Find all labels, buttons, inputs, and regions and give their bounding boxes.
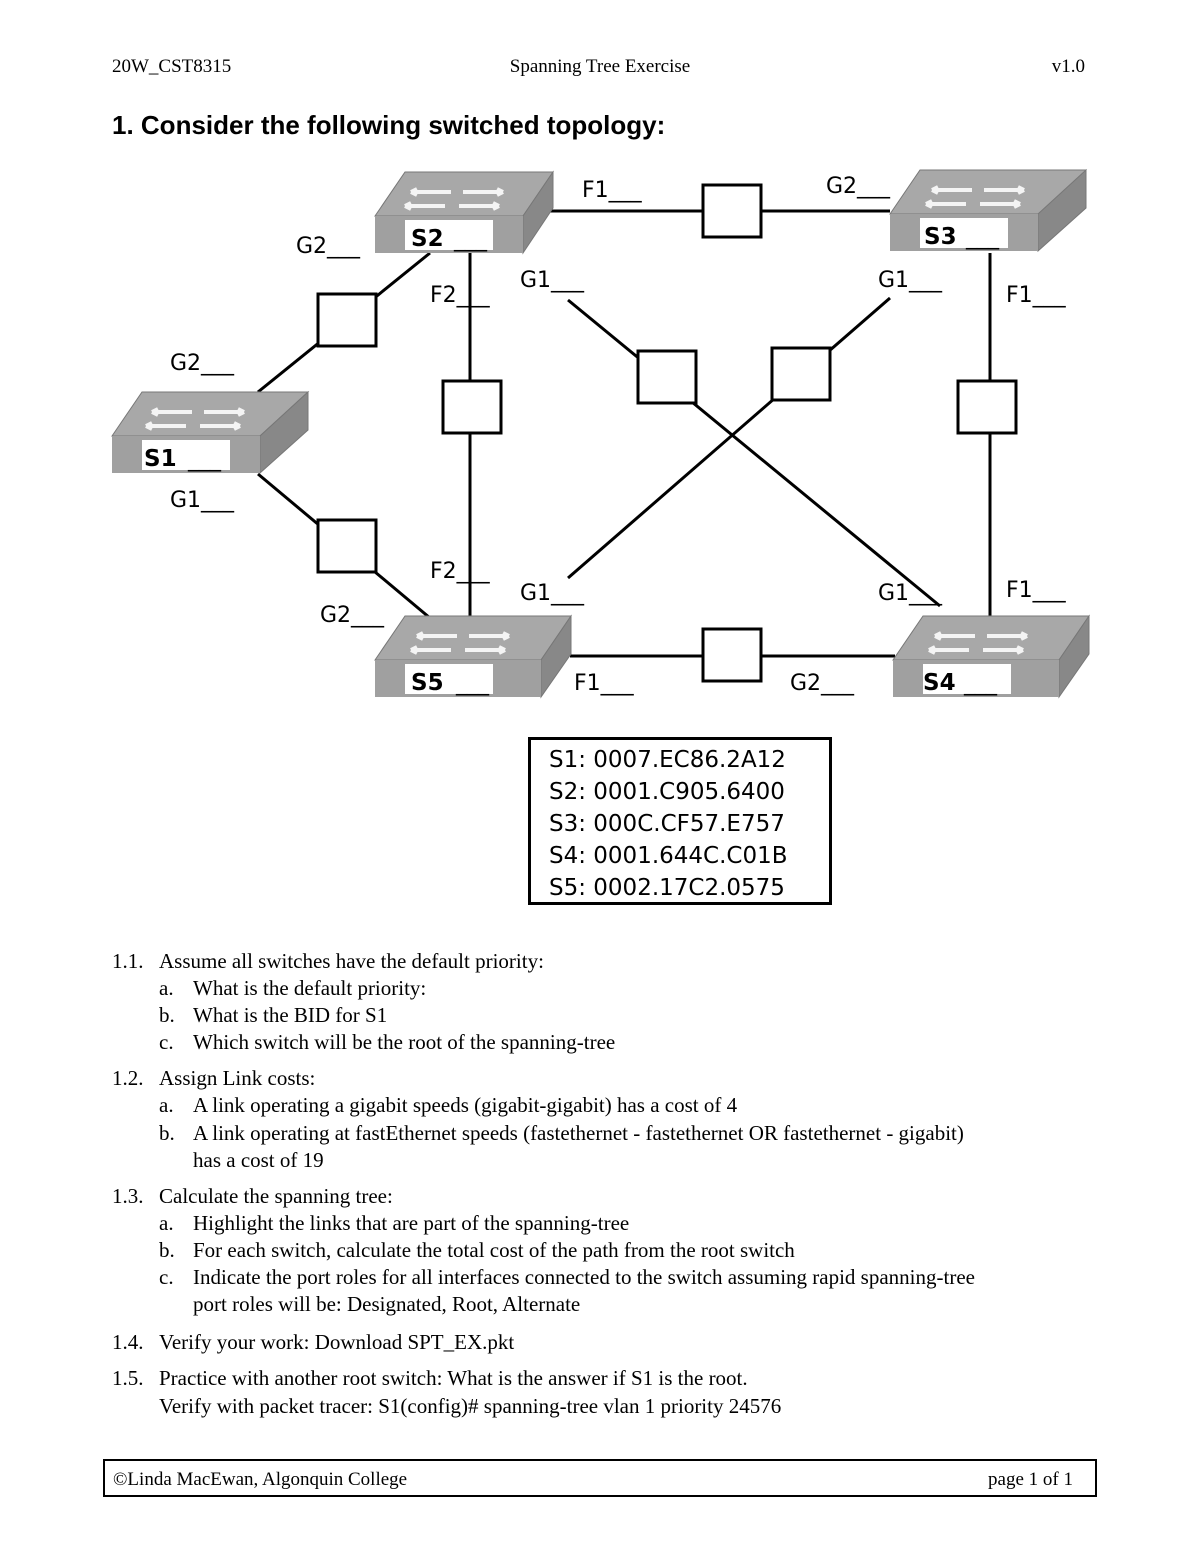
page-footer: ©Linda MacEwan, Algonquin College page 1… xyxy=(103,1459,1097,1497)
switch-s3: S3 xyxy=(889,168,1087,253)
link-s3-s5 xyxy=(567,296,891,580)
mac-address-table: S1: 0007.EC86.2A12 S2: 0001.C905.6400 S3… xyxy=(528,737,832,905)
port-label-s3-f1: F1___ xyxy=(1006,283,1067,308)
mac-entry-s1: S1: 0007.EC86.2A12 xyxy=(549,747,786,773)
question-1-2: 1.2. Assign Link costs: xyxy=(112,1065,315,1092)
link-box-s1-s2 xyxy=(316,292,378,348)
port-label-s4-g2: G2___ xyxy=(790,671,855,696)
sub-item-continuation: has a cost of 19 xyxy=(193,1148,324,1172)
sub-item: a.Highlight the links that are part of t… xyxy=(159,1211,630,1235)
mac-entry-s2: S2: 0001.C905.6400 xyxy=(549,779,785,805)
port-label-s4-g1: G1___ xyxy=(878,581,943,606)
sub-item: b.What is the BID for S1 xyxy=(159,1003,388,1027)
sub-item: c.Indicate the port roles for all interf… xyxy=(159,1265,975,1289)
link-box-s1-s5 xyxy=(316,518,378,574)
mac-entry-s4: S4: 0001.644C.C01B xyxy=(549,843,788,869)
question-number: 1.5. xyxy=(112,1366,144,1390)
port-label-s4-f1: F1___ xyxy=(1006,578,1067,603)
port-label-s2-g1: G1___ xyxy=(520,268,585,293)
topology-diagram: S2 S3 S1 S5 S4 ___ ___ ___ ___ xyxy=(111,168,1090,699)
question-text: Verify your work: Download SPT_EX.pkt xyxy=(159,1330,515,1354)
question-1-3: 1.3. Calculate the spanning tree: xyxy=(112,1183,393,1210)
switch-s1: S1 xyxy=(111,390,310,475)
mac-entry-s3: S3: 000C.CF57.E757 xyxy=(549,811,785,837)
sub-item: a.A link operating a gigabit speeds (gig… xyxy=(159,1093,738,1117)
switch-s3-label: S3 xyxy=(924,224,957,250)
port-label-s5-f1: F1___ xyxy=(574,671,635,696)
switch-s5: S5 xyxy=(374,614,572,699)
question-text: Practice with another root switch: What … xyxy=(159,1366,748,1390)
header-title: Spanning Tree Exercise xyxy=(509,56,691,77)
port-label-s2-f1: F1___ xyxy=(582,178,643,203)
section-heading: 1. Consider the following switched topol… xyxy=(112,110,666,140)
link-box-s2-s5 xyxy=(441,379,503,435)
sub-item: c.Which switch will be the root of the s… xyxy=(159,1030,616,1054)
switch-s5-label: S5 xyxy=(411,670,444,696)
sub-item-continuation: port roles will be: Designated, Root, Al… xyxy=(193,1292,581,1316)
port-label-s3-g1: G1___ xyxy=(878,268,943,293)
port-label-s3-g2: G2___ xyxy=(826,174,891,199)
link-s2-s4 xyxy=(567,298,941,608)
port-label-s5-g2: G2___ xyxy=(320,603,385,628)
switch-s1-blank: ___ xyxy=(187,447,222,472)
link-box-s2-s4 xyxy=(636,349,698,405)
question-1-4: 1.4. Verify your work: Download SPT_EX.pk… xyxy=(112,1329,514,1356)
question-text: Assign Link costs: xyxy=(159,1066,316,1090)
question-1-1: 1.1. Assume all switches have the default… xyxy=(112,948,544,975)
switch-s4: S4 xyxy=(892,614,1090,699)
question-number: 1.3. xyxy=(112,1184,144,1208)
question-number: 1.2. xyxy=(112,1066,144,1090)
port-label-s5-f2: F2___ xyxy=(430,559,491,584)
question-text: Assume all switches have the default pri… xyxy=(159,949,544,973)
port-label-s1-g1: G1___ xyxy=(170,488,235,513)
sub-item: b.A link operating at fastEthernet speed… xyxy=(159,1121,964,1145)
link-box-s5-s4 xyxy=(701,627,763,683)
port-label-s1-g2: G2___ xyxy=(170,351,235,376)
link-box-s3-s4 xyxy=(956,379,1018,435)
question-text: Calculate the spanning tree: xyxy=(159,1184,393,1208)
header-course-code: 20W_CST8315 xyxy=(112,56,232,77)
port-label-s2-f2: F2___ xyxy=(430,283,491,308)
footer-page-number: page 1 of 1 xyxy=(988,1469,1073,1490)
question-1-5: 1.5. Practice with another root switch: W… xyxy=(112,1365,748,1392)
mac-entry-s5: S5: 0002.17C2.0575 xyxy=(549,875,785,901)
question-number: 1.1. xyxy=(112,949,144,973)
port-label-s2-g2: G2___ xyxy=(296,234,361,259)
switch-s4-blank: ___ xyxy=(963,671,998,696)
switch-s1-label: S1 xyxy=(144,446,177,472)
switch-s4-label: S4 xyxy=(923,670,956,696)
sub-item: b.For each switch, calculate the total c… xyxy=(159,1238,795,1262)
question-number: 1.4. xyxy=(112,1330,144,1354)
switch-s5-blank: ___ xyxy=(455,671,490,696)
question-1-5-command: Verify with packet tracer: S1(config)# s… xyxy=(159,1394,782,1418)
link-box-s2-s3 xyxy=(701,183,763,239)
link-box-s3-s5 xyxy=(770,346,832,402)
switch-s2-label: S2 xyxy=(411,226,444,252)
switch-s3-blank: ___ xyxy=(965,225,1000,250)
switch-s2: S2 xyxy=(374,170,554,255)
port-label-s5-g1: G1___ xyxy=(520,581,585,606)
header-version: v1.0 xyxy=(1051,56,1085,77)
footer-copyright: ©Linda MacEwan, Algonquin College xyxy=(113,1469,408,1490)
sub-item: a.What is the default priority: xyxy=(159,976,427,1000)
switch-s2-blank: ___ xyxy=(453,227,488,252)
